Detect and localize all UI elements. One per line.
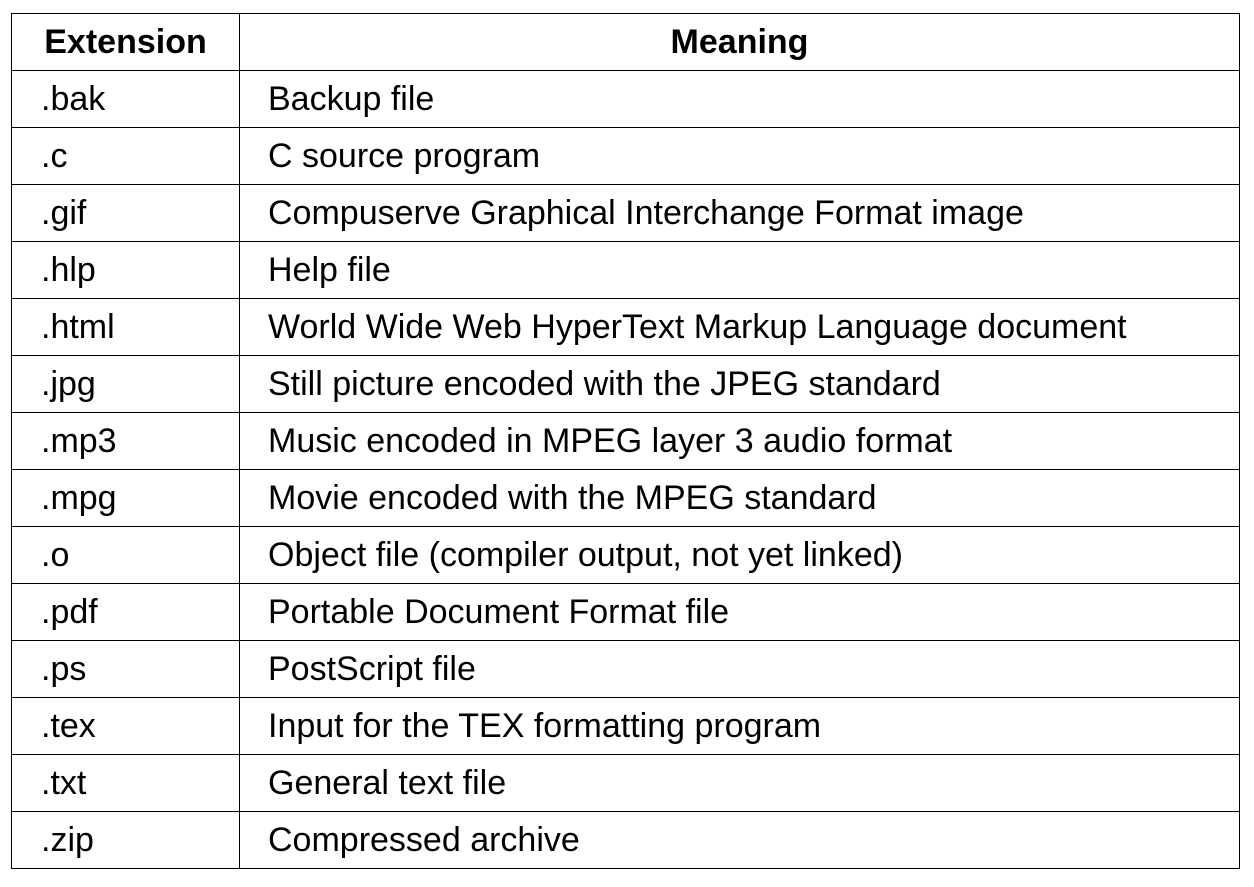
meaning-cell: PostScript file <box>239 640 1240 698</box>
extension-cell: .tex <box>11 697 240 755</box>
extension-cell: .mp3 <box>11 412 240 470</box>
meaning-cell: Object file (compiler output, not yet li… <box>239 526 1240 584</box>
table-row: .o Object file (compiler output, not yet… <box>11 526 1240 584</box>
extension-cell: .zip <box>11 811 240 869</box>
meaning-cell: World Wide Web HyperText Markup Language… <box>239 298 1240 356</box>
extension-cell: .html <box>11 298 240 356</box>
extension-cell: .gif <box>11 184 240 242</box>
table-header-row: Extension Meaning <box>11 13 1240 71</box>
meaning-cell: Music encoded in MPEG layer 3 audio form… <box>239 412 1240 470</box>
extension-cell: .o <box>11 526 240 584</box>
table-row: .mp3 Music encoded in MPEG layer 3 audio… <box>11 412 1240 470</box>
extension-cell: .c <box>11 127 240 185</box>
meaning-cell: Portable Document Format file <box>239 583 1240 641</box>
meaning-cell: General text file <box>239 754 1240 812</box>
extension-cell: .bak <box>11 70 240 128</box>
extension-cell: .txt <box>11 754 240 812</box>
extension-cell: .jpg <box>11 355 240 413</box>
table-row: .tex Input for the TEX formatting progra… <box>11 697 1240 755</box>
meaning-cell: Movie encoded with the MPEG standard <box>239 469 1240 527</box>
extension-cell: .hlp <box>11 241 240 299</box>
extension-cell: .ps <box>11 640 240 698</box>
table-row: .bak Backup file <box>11 70 1240 128</box>
table-row: .jpg Still picture encoded with the JPEG… <box>11 355 1240 413</box>
extension-cell: .mpg <box>11 469 240 527</box>
table-row: .zip Compressed archive <box>11 811 1240 869</box>
table-row: .mpg Movie encoded with the MPEG standar… <box>11 469 1240 527</box>
table-row: .pdf Portable Document Format file <box>11 583 1240 641</box>
file-extension-table: Extension Meaning .bak Backup file .c C … <box>11 13 1240 869</box>
meaning-cell: Help file <box>239 241 1240 299</box>
meaning-cell: Compuserve Graphical Interchange Format … <box>239 184 1240 242</box>
table-row: .ps PostScript file <box>11 640 1240 698</box>
column-header-meaning: Meaning <box>239 13 1240 71</box>
meaning-cell: Compressed archive <box>239 811 1240 869</box>
table-row: .c C source program <box>11 127 1240 185</box>
table-row: .gif Compuserve Graphical Interchange Fo… <box>11 184 1240 242</box>
meaning-cell: C source program <box>239 127 1240 185</box>
extension-cell: .pdf <box>11 583 240 641</box>
meaning-cell: Still picture encoded with the JPEG stan… <box>239 355 1240 413</box>
meaning-cell: Backup file <box>239 70 1240 128</box>
meaning-cell: Input for the TEX formatting program <box>239 697 1240 755</box>
table-row: .html World Wide Web HyperText Markup La… <box>11 298 1240 356</box>
table-row: .txt General text file <box>11 754 1240 812</box>
table-row: .hlp Help file <box>11 241 1240 299</box>
column-header-extension: Extension <box>11 13 240 71</box>
